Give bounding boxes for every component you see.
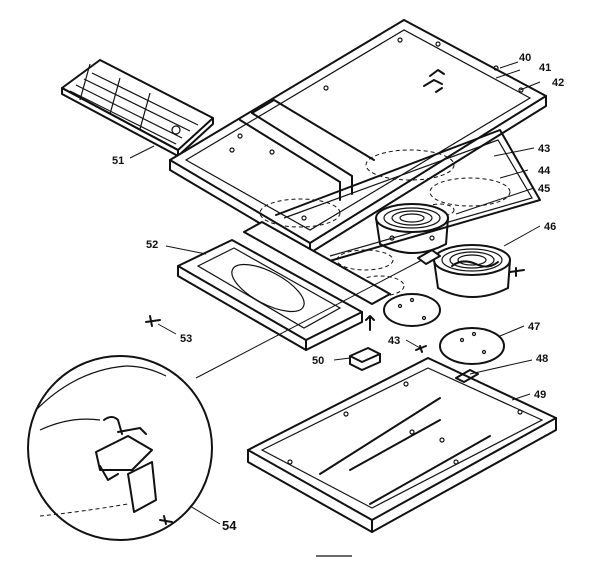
callout-43-top: 43	[538, 143, 550, 155]
callout-54: 54	[222, 518, 237, 533]
part-51-grill-rack	[61, 59, 214, 157]
part-48-bracket	[455, 369, 479, 383]
callout-52: 52	[146, 239, 158, 251]
callout-50: 50	[312, 355, 324, 367]
part-46-burner-right	[417, 244, 525, 298]
callout-47: 47	[528, 321, 540, 333]
callout-labels: 40 41 42 43 44 45 46 47 43 48 49 50 51 5…	[112, 52, 564, 533]
leader-lines	[129, 61, 541, 525]
part-50-switch	[349, 315, 427, 371]
part-47-reflector-discs	[383, 293, 505, 365]
callout-46: 46	[544, 221, 556, 233]
part-49-base-pan	[247, 357, 557, 533]
part-45-burner-left	[375, 203, 449, 254]
part-54-detail-inset	[27, 259, 423, 541]
callout-51: 51	[112, 155, 124, 167]
callout-42: 42	[552, 77, 564, 89]
callout-49: 49	[534, 389, 546, 401]
callout-43-mid: 43	[388, 335, 400, 347]
callout-48: 48	[536, 353, 548, 365]
callout-44: 44	[538, 165, 551, 177]
part-53-screw	[145, 315, 161, 327]
part-52-panel-frame	[177, 239, 363, 351]
callout-45: 45	[538, 183, 550, 195]
part-40-cooktop-frame	[169, 19, 547, 254]
callout-40: 40	[519, 52, 531, 64]
callout-41: 41	[539, 62, 551, 74]
callout-53: 53	[180, 333, 192, 345]
